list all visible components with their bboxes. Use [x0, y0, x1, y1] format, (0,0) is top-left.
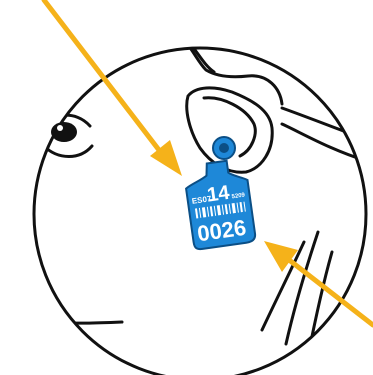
cheek-line — [50, 322, 122, 323]
tag-stud-inner — [219, 143, 229, 153]
tag-large-number: 14 — [206, 182, 232, 207]
eye-highlight — [57, 125, 63, 131]
eye-icon — [51, 122, 77, 142]
